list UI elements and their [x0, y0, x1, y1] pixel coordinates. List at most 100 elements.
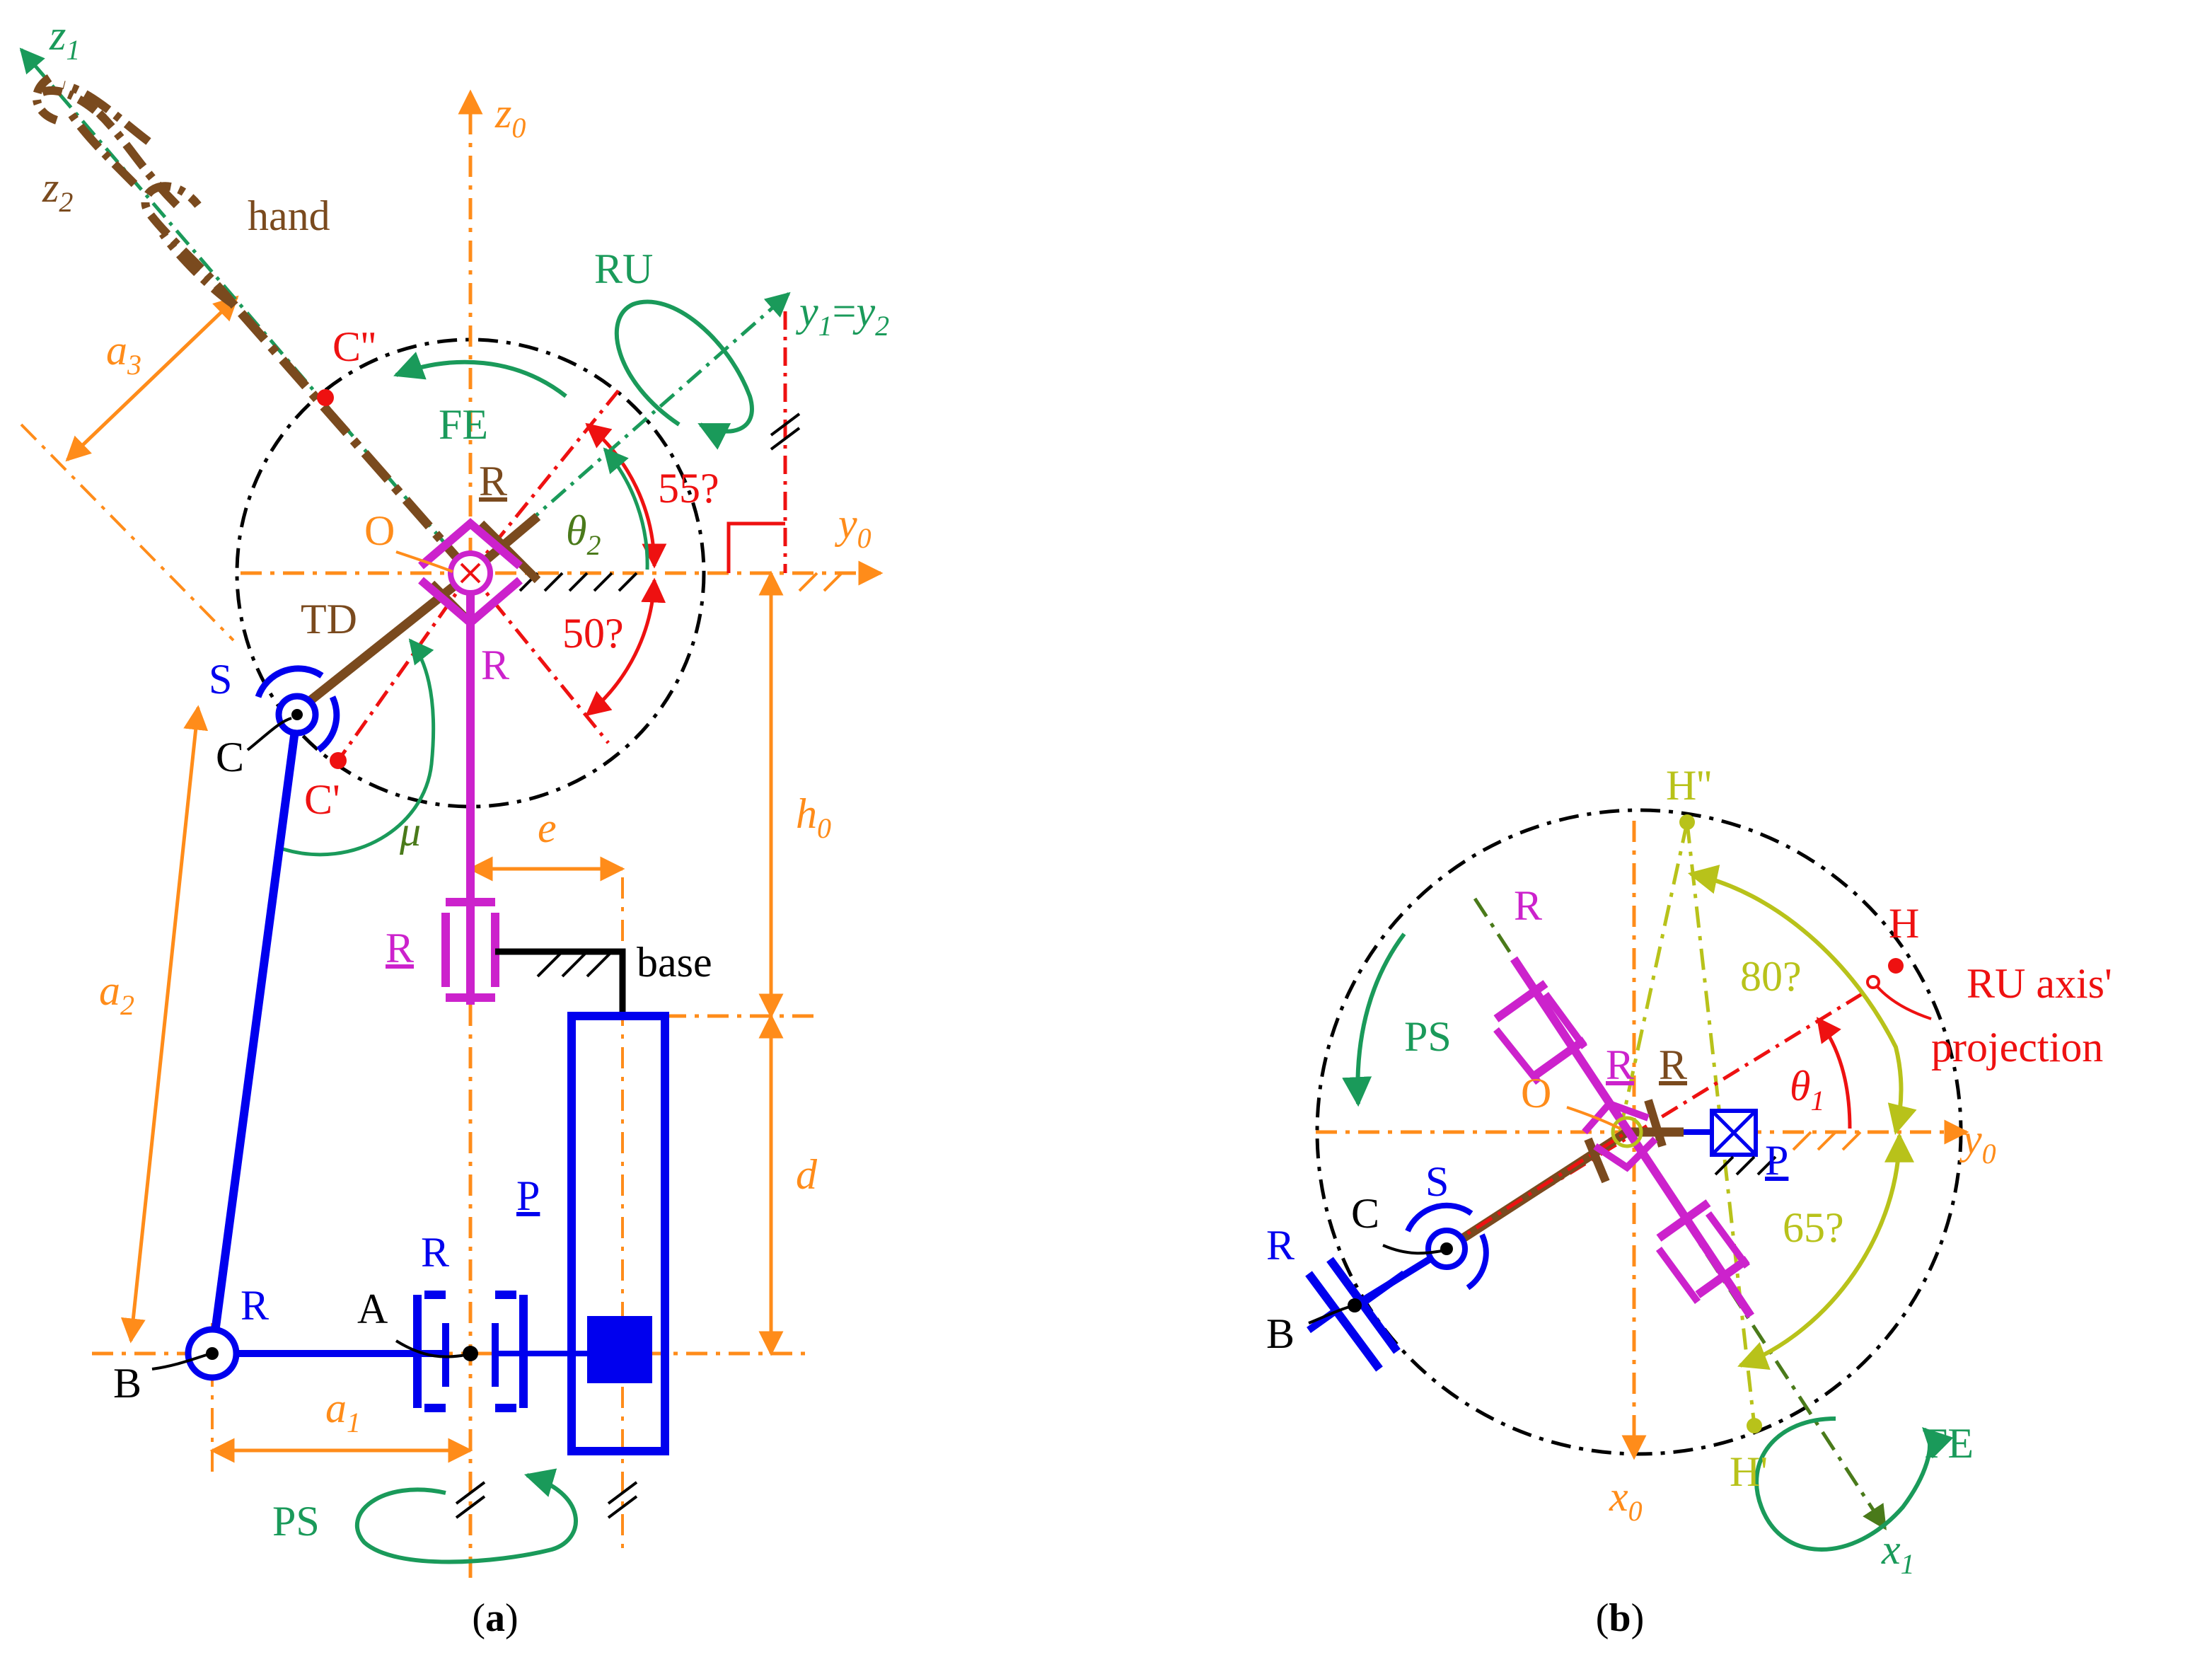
magenta-link-b	[1510, 956, 1754, 1319]
a3-dim-arrow	[65, 295, 239, 462]
theta1-label: θ1	[1790, 1063, 1824, 1116]
dim-h0-label: h0	[796, 790, 831, 844]
dim-d-label: d	[796, 1151, 818, 1198]
prismatic-box-cross-b	[1710, 1109, 1757, 1156]
hh-line-2	[1618, 821, 1689, 1133]
prismatic-slider	[587, 1316, 652, 1383]
hand-shape	[32, 74, 474, 577]
label-ru-proj-2: projection	[1931, 1024, 2103, 1071]
z1-axis	[19, 47, 472, 575]
hatch-upper	[770, 412, 801, 451]
label-y1-y2: y1=y2	[795, 288, 889, 342]
label-p-a: P	[516, 1172, 540, 1219]
a3-ref-line	[20, 423, 235, 642]
label-r-b: R	[241, 1282, 269, 1329]
label-r-brown-b: R	[1659, 1041, 1687, 1088]
panel-b: H'' H H' RU axis' projection PS FE O S C…	[1266, 762, 2112, 1640]
label-b-b: B	[1266, 1310, 1295, 1357]
label-x0: x0	[1609, 1473, 1643, 1527]
label-h2: H''	[1666, 762, 1712, 809]
caption-b: (b)	[1596, 1596, 1644, 1640]
label-h: H	[1889, 900, 1919, 947]
a2-dim-arrow	[120, 705, 209, 1344]
label-h1: H'	[1730, 1448, 1768, 1495]
label-s-a: S	[209, 656, 232, 703]
leader-c-b	[1382, 1244, 1442, 1255]
o-joint-cross	[460, 562, 481, 584]
angle-65-label: 65?	[1783, 1204, 1844, 1251]
label-base: base	[637, 939, 712, 986]
leader-b	[151, 1354, 207, 1370]
dim-a3-label: a3	[106, 327, 141, 381]
angle-arc-55	[585, 422, 667, 569]
label-z1: z1	[49, 12, 80, 66]
ground-hatch-o	[519, 572, 638, 592]
label-r-u-b: R	[1606, 1041, 1634, 1088]
label-r-a: R	[421, 1229, 449, 1276]
angle-arc-65	[1737, 1132, 1914, 1370]
label-c1: C'	[304, 776, 340, 823]
ps-rotation-arc-b	[1342, 933, 1406, 1107]
right-angle-mark	[726, 521, 785, 573]
label-c2: C''	[332, 323, 376, 370]
base-link	[495, 948, 626, 1012]
hatch-base-bottom	[607, 1481, 638, 1519]
leader-o-b	[1566, 1106, 1621, 1130]
leader-h	[1873, 982, 1932, 1020]
theta2-arc	[603, 447, 649, 570]
magenta-r-joint-lower-b	[1655, 1199, 1751, 1304]
brown-cross-b2	[1644, 1099, 1667, 1148]
label-o-a: O	[364, 507, 395, 554]
magenta-joint-o-b	[1582, 1100, 1658, 1172]
ru-rotation-loop	[615, 299, 754, 450]
label-c-a: C	[216, 734, 244, 780]
label-y0-b: y0	[1959, 1116, 1996, 1170]
magenta-r-joint-upper-b	[1493, 980, 1588, 1085]
spherical-joint-s-b	[1405, 1202, 1489, 1291]
angle-arc-80	[1687, 865, 1917, 1136]
label-p-b: P	[1765, 1137, 1788, 1184]
leader-b-b	[1308, 1305, 1350, 1325]
label-z2: z2	[42, 164, 73, 218]
label-z0: z0	[494, 90, 526, 144]
point-h	[1888, 958, 1904, 974]
point-c2	[317, 389, 334, 406]
label-ps-b: PS	[1404, 1013, 1452, 1060]
joint-a-dot	[463, 1346, 478, 1361]
brown-cross-b	[1584, 1137, 1610, 1184]
point-h2	[1679, 814, 1695, 830]
label-a-point: A	[357, 1286, 388, 1332]
dim-e-label: e	[538, 804, 557, 851]
spherical-joint-s	[255, 665, 340, 753]
panel-a: z1 z2 z0 y0 y1=y2 hand RU FE PS TD base …	[19, 12, 889, 1640]
base-ground-hatch	[536, 950, 613, 978]
ps-rotation-loop	[354, 1468, 578, 1564]
label-ps-a: PS	[272, 1498, 320, 1545]
blue-r-joint-b	[1305, 1257, 1406, 1372]
label-r-top-b: R	[1514, 882, 1542, 929]
label-o-b: O	[1521, 1070, 1551, 1116]
label-y0-a: y0	[834, 500, 872, 554]
dim-a1-label: a1	[325, 1385, 361, 1438]
mu-arc	[282, 638, 436, 857]
link-a2	[208, 714, 301, 1354]
label-r-mid: R	[481, 642, 509, 688]
angle-55-label: 55?	[658, 465, 719, 512]
fe-rotation-arc	[393, 352, 567, 398]
hatch-z0-bottom	[455, 1481, 486, 1519]
angle-arc-50	[585, 577, 666, 717]
magenta-joint-o	[418, 518, 523, 628]
ground-hatch-b	[1792, 1131, 1862, 1151]
label-fe-b: FE	[1924, 1420, 1974, 1467]
joint-b-dot-b	[1348, 1298, 1362, 1312]
label-s-b: S	[1425, 1158, 1449, 1205]
mu-label: μ	[399, 808, 421, 855]
theta2-label: θ2	[566, 507, 601, 561]
label-td: TD	[301, 596, 357, 642]
dim-a2-label: a2	[99, 967, 134, 1021]
leader-h-dot	[1866, 975, 1880, 989]
prismatic-housing	[567, 1012, 669, 1455]
point-c1	[330, 752, 347, 769]
magenta-r-joint-lower	[441, 898, 499, 1002]
